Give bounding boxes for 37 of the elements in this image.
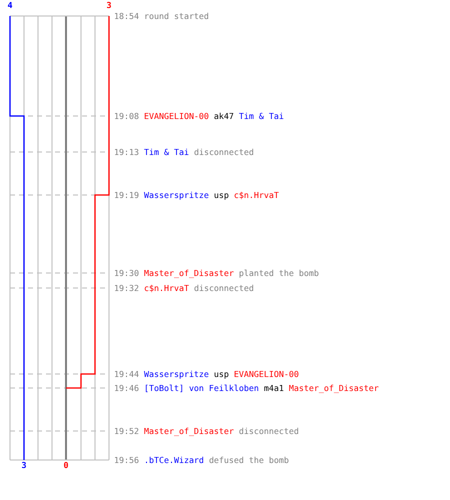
event-text: defused the bomb <box>208 455 289 465</box>
player-name: EVANGELION-00 <box>144 111 209 121</box>
timestamp: 19:44 <box>114 369 139 379</box>
timestamp: 19:56 <box>114 455 139 465</box>
timestamp: 18:54 <box>114 11 139 21</box>
event-text: round started <box>144 11 209 21</box>
event-text: disconnected <box>194 147 254 157</box>
player-name: c$n.HrvaT <box>234 190 279 200</box>
event-text: disconnected <box>238 426 299 436</box>
player-name: Master_of_Disaster <box>288 383 379 393</box>
player-count: 3 <box>106 1 112 10</box>
timestamp: 19:32 <box>114 283 139 293</box>
event-text: disconnected <box>194 283 254 293</box>
weapon-name: m4a1 <box>264 383 284 393</box>
player-count: 4 <box>8 1 12 10</box>
timestamp: 19:46 <box>114 383 139 393</box>
player-count: 3 <box>22 461 26 470</box>
player-name: Tim & Tai <box>238 111 284 121</box>
timestamp: 19:30 <box>114 268 139 278</box>
timestamp: 19:08 <box>114 111 139 121</box>
player-name: Wasserspritze <box>144 190 209 200</box>
player-name: Master_of_Disaster <box>144 426 234 436</box>
timestamp: 19:19 <box>114 190 139 200</box>
player-name: Tim & Tai <box>144 147 189 157</box>
player-name: Wasserspritze <box>144 369 209 379</box>
player-name: Master_of_Disaster <box>144 268 234 278</box>
weapon-name: usp <box>214 190 229 200</box>
player-name: c$n.HrvaT <box>144 283 189 293</box>
timestamp: 19:13 <box>114 147 139 157</box>
player-name: EVANGELION-00 <box>234 369 299 379</box>
player-name: .bTCe.Wizard <box>144 455 204 465</box>
event-text: planted the bomb <box>238 268 319 278</box>
weapon-name: usp <box>214 369 229 379</box>
player-name: [ToBolt] von Feilkloben <box>144 383 259 393</box>
weapon-name: ak47 <box>214 111 234 121</box>
player-count: 0 <box>64 461 68 470</box>
timestamp: 19:52 <box>114 426 139 436</box>
